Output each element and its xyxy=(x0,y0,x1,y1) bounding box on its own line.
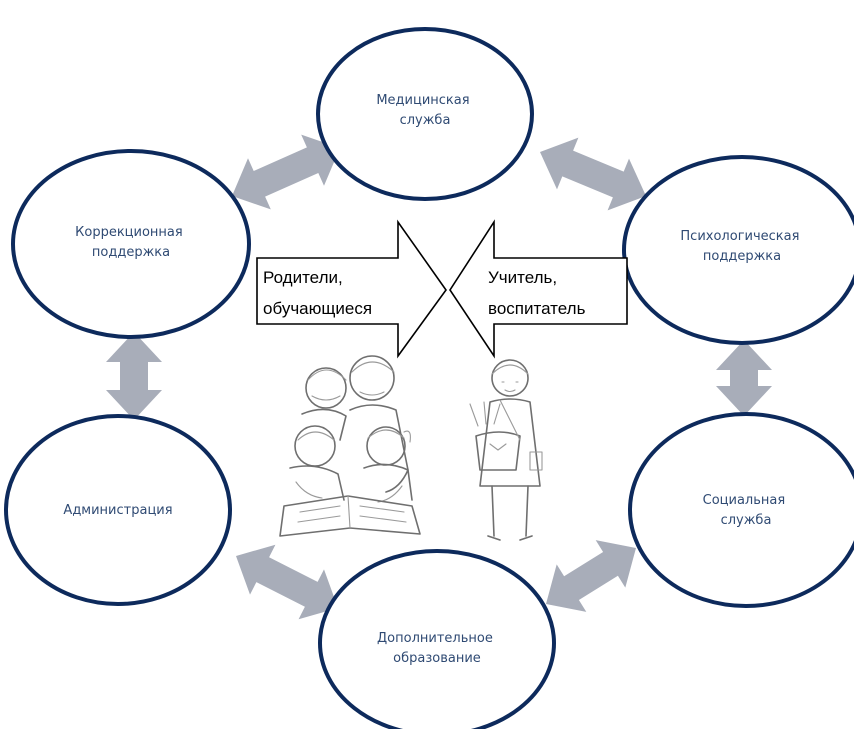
center-right-label: Учитель, воспитатель xyxy=(488,268,586,318)
node-social: Социальная служба xyxy=(628,412,854,608)
connector-arrow-medical-psychological xyxy=(540,137,646,211)
connector-arrow-correction-administration xyxy=(106,332,162,420)
node-administration-label: Администрация xyxy=(63,503,172,518)
connector-arrow-administration-additional xyxy=(236,544,338,620)
node-additional: Дополнительное образование xyxy=(318,549,556,729)
node-social-label: Социальная служба xyxy=(703,493,790,528)
center-left-arrow: Родители, обучающиеся xyxy=(256,219,447,359)
node-administration: Администрация xyxy=(4,414,232,606)
node-additional-label: Дополнительное образование xyxy=(377,631,497,666)
connector-arrow-additional-social xyxy=(546,540,636,612)
connectors xyxy=(106,134,772,620)
node-psychological-label: Психологическая поддержка xyxy=(680,229,803,264)
teacher-illustration xyxy=(469,359,543,541)
node-correction: Коррекционная поддержка xyxy=(11,149,251,339)
node-medical: Медицинская служба xyxy=(316,27,534,201)
family-reading-illustration xyxy=(279,355,421,537)
node-correction-label: Коррекционная поддержка xyxy=(75,225,187,260)
node-psychological: Психологическая поддержка xyxy=(622,155,854,345)
center-left-label: Родители, обучающиеся xyxy=(263,268,372,318)
node-medical-label: Медицинская служба xyxy=(376,93,473,128)
center-right-arrow: Учитель, воспитатель xyxy=(449,219,628,359)
connector-arrow-psychological-social xyxy=(716,340,772,416)
connector-arrow-correction-medical xyxy=(232,134,340,210)
